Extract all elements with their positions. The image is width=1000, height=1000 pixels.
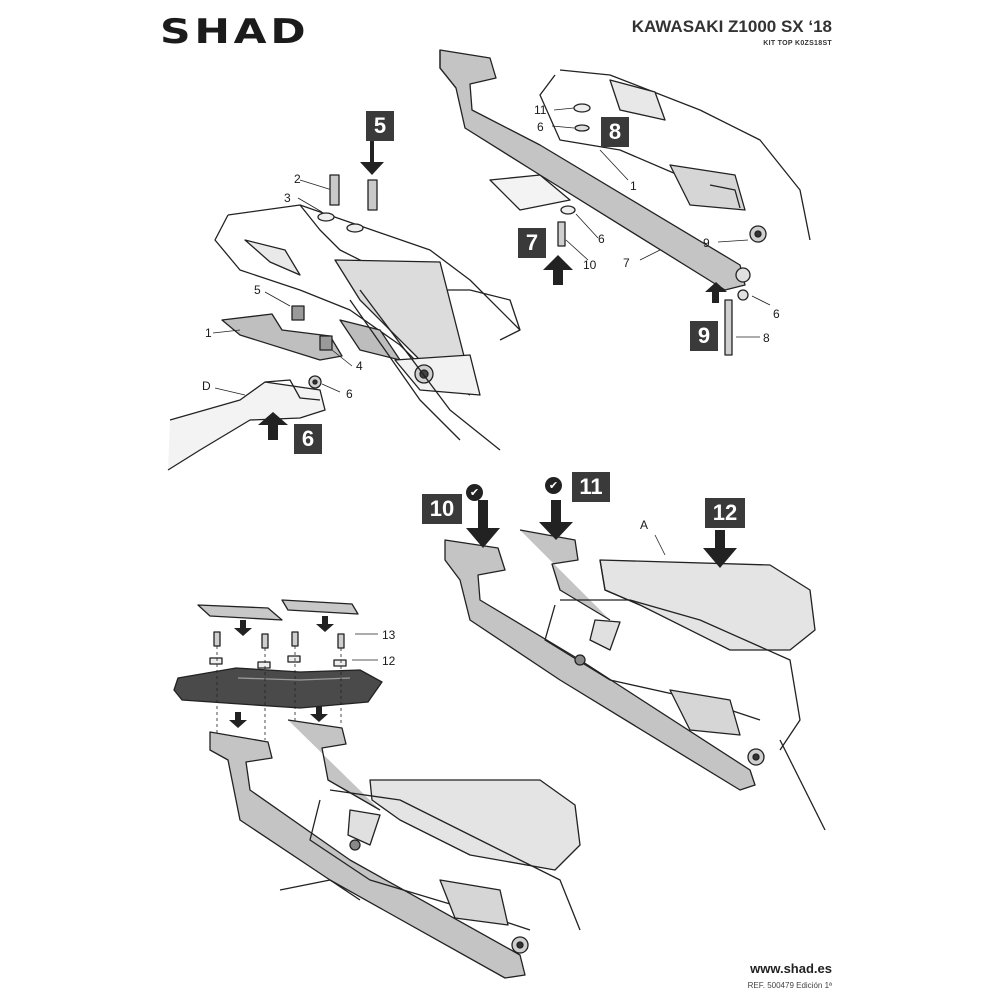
callout-12: 12: [382, 654, 396, 668]
shad-logo: SHAD: [160, 12, 310, 52]
callout-6: 6: [598, 232, 605, 246]
step-badge-11: 11: [572, 472, 610, 502]
callout-2: 2: [294, 172, 301, 186]
document-reference: REF. 500479 Edición 1ª: [747, 981, 832, 990]
figure-1-bracket-mount: [167, 140, 521, 471]
website-link[interactable]: www.shad.es: [750, 961, 832, 976]
callout-5: 5: [254, 283, 261, 297]
callout-3: 3: [284, 191, 291, 205]
figure-4-top-plate-assembly: [173, 599, 581, 979]
step-badge-7: 7: [518, 228, 546, 258]
step-badge-12: 12: [705, 498, 745, 528]
callout-1: 1: [630, 179, 637, 193]
callout-11: 11: [534, 103, 547, 117]
callout-6: 6: [773, 307, 780, 321]
callout-4: 4: [356, 359, 363, 373]
step-badge-8: 8: [601, 117, 629, 147]
callout-D: D: [202, 379, 211, 393]
step-badge-10: 10: [422, 494, 462, 524]
check-icon: ✔: [466, 484, 483, 501]
step-badge-9: 9: [690, 321, 718, 351]
callout-8: 8: [763, 331, 770, 345]
callout-1: 1: [205, 326, 212, 340]
model-title: KAWASAKI Z1000 SX ‘18: [631, 17, 832, 36]
step-badge-6: 6: [294, 424, 322, 454]
check-icon: ✔: [545, 477, 562, 494]
callout-9: 9: [703, 236, 710, 250]
kit-reference: KIT TOP K0ZS18ST: [763, 40, 832, 47]
callout-13: 13: [382, 628, 396, 642]
callout-A: A: [640, 518, 649, 532]
step-badge-5: 5: [366, 111, 394, 141]
figure-3-rails-and-cover: [444, 500, 826, 831]
figure-2-side-rail: [439, 49, 811, 356]
callout-6: 6: [346, 387, 353, 401]
callout-6: 6: [537, 120, 544, 134]
callout-10: 10: [583, 258, 597, 272]
callout-7: 7: [623, 256, 630, 270]
